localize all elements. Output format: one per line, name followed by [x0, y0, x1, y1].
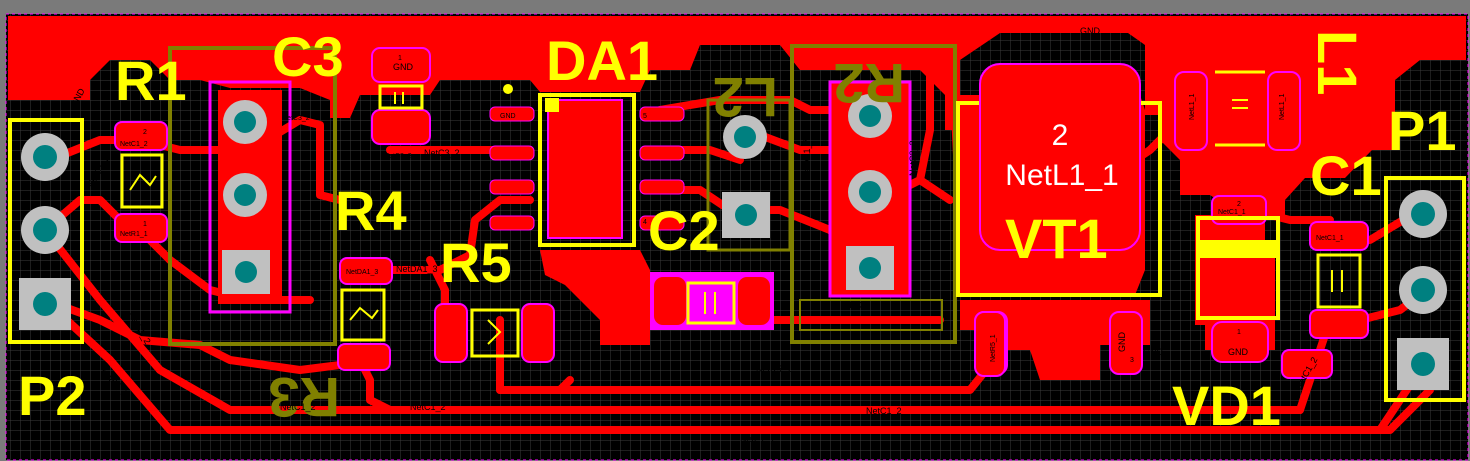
net-netc3-2-a: NetC3_2	[282, 115, 310, 122]
net-netr1-1: NetR1_1	[120, 231, 148, 238]
resistor-r1	[114, 121, 168, 243]
net-netda1-3-b: NetDA1_3	[396, 264, 438, 274]
label-r1: R1	[115, 49, 187, 112]
resistor-r2	[790, 44, 957, 344]
label-r4: R4	[335, 179, 407, 242]
net-gnd-r2: GND	[842, 300, 863, 310]
resistor-r5	[434, 303, 555, 363]
net-gnd-da1: GND	[500, 113, 516, 120]
label-c2: C2	[648, 199, 720, 262]
net-netc1-1-b: NetC1_1	[1316, 235, 1344, 242]
label-p1: P1	[1388, 99, 1457, 162]
net-netc1-2-bottom-c: NetC1_2	[866, 406, 902, 416]
net-gnd-top: GND	[1080, 26, 1101, 36]
label-l1: L1	[1306, 30, 1369, 95]
label-c1: C1	[1310, 144, 1382, 207]
ic-da1	[489, 84, 685, 247]
net-netc3-2-b: NetC3_2	[384, 153, 412, 160]
net-netl1-1-pad-r: NetL1_1	[1279, 93, 1286, 120]
pad-num-2b: 2	[1237, 201, 1241, 208]
label-vt1: VT1	[1005, 207, 1108, 270]
pad-num-2: 2	[143, 129, 147, 136]
capacitor-c2	[650, 272, 774, 330]
label-vd1: VD1	[1172, 374, 1281, 437]
diode-vd1	[1196, 216, 1333, 379]
net-netc1-1: NetC1_1	[1218, 209, 1246, 216]
pad-num-1b: 1	[143, 221, 147, 228]
pad-num-1: 1	[398, 55, 402, 62]
label-p2: P2	[18, 364, 87, 427]
pad-num-5: 5	[643, 113, 647, 120]
inductor-l1	[1174, 70, 1301, 151]
label-c3: C3	[272, 25, 344, 88]
label-r2: R2	[833, 52, 905, 115]
net-netc3-2-c: NetC3_2	[424, 148, 460, 158]
net-netr5-1: NetR5_1	[756, 364, 792, 374]
net-gnd-vt1-3: GND	[1117, 332, 1127, 353]
net-netda1-3-a: NetDA1_3	[346, 269, 378, 276]
resistor-r4	[337, 257, 393, 371]
label-r3: R3	[268, 366, 340, 429]
pad-netr5-1	[974, 311, 1006, 377]
pad-num-4: 4	[643, 219, 647, 226]
net-netc1-2-bottom-a: NetC1_2	[280, 402, 316, 412]
net-gnd-vt1-side: GND	[1143, 347, 1164, 357]
net-gnd-cap: GND	[393, 62, 414, 72]
net-netc1-2-bottom-b: NetC1_2	[410, 402, 446, 412]
vt1-pad-number: 2	[1052, 119, 1069, 152]
net-netc3-2-d: NetC3_2	[908, 140, 918, 176]
connector-p1	[1384, 176, 1466, 402]
net-netc1-2-r1: NetC1_2	[120, 141, 148, 148]
net-netr5-1-pad: NetR5_1	[990, 334, 997, 362]
net-netl1-1-pad: NetL1_1	[1189, 93, 1196, 120]
c3-outline-bottom	[168, 46, 337, 346]
capacitor-c1	[1309, 221, 1369, 339]
capacitor-c3	[208, 80, 292, 314]
label-l2: L2	[713, 66, 778, 129]
capacitor-c-small-top	[371, 47, 431, 145]
pad-num-1c: 1	[1237, 329, 1241, 336]
net-gnd-vd1: GND	[1228, 347, 1249, 357]
vt1-pad-net: NetL1_1	[1005, 159, 1118, 192]
net-netp1-1: NetP1_1	[740, 434, 775, 444]
label-r5: R5	[440, 231, 512, 294]
net-netda1-7: NetDA1_7	[802, 138, 812, 180]
pad-num-3: 3	[1130, 357, 1134, 364]
label-da1: DA1	[546, 29, 658, 92]
connector-p2	[8, 118, 84, 344]
